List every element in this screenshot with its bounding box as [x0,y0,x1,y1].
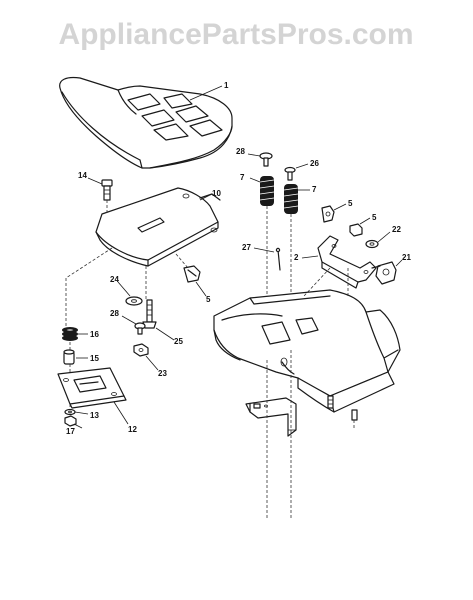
leader-line [395,259,403,267]
callout-7-right: 7 [312,185,317,194]
callout-28-upper: 28 [236,147,245,156]
leader-line [189,85,223,101]
callout-5-right: 5 [372,213,377,222]
alignment-line [65,247,113,279]
small-washer-part [64,408,76,416]
leader-line [247,153,261,157]
bolt-part [101,179,113,201]
frame-support-part [245,397,297,437]
leader-line [249,177,261,183]
callout-7-left: 7 [240,173,245,182]
spring-right-part-b [283,184,299,214]
seat-pan-part [95,187,221,267]
clip-upper-part [321,205,335,223]
callout-12: 12 [128,425,137,434]
watermark-text: AppliancePartsPros.com [58,18,413,51]
leader-line [87,177,103,185]
leader-line [301,255,319,259]
long-bolt-part [142,299,157,329]
callout-25: 25 [174,337,183,346]
nut-right-part [349,223,363,237]
callout-2: 2 [294,253,299,262]
clip-part [183,265,201,283]
leader-line [333,203,347,211]
callout-5-left: 5 [206,295,211,304]
alignment-line [303,267,331,297]
washer-right-part [365,239,379,249]
screw-part [284,166,296,181]
spring-right-part-a [259,176,275,206]
frame-part [213,289,401,413]
leader-line [377,231,391,243]
callout-28-lower: 28 [110,309,119,318]
nut-part [133,343,149,357]
leader-line [155,327,175,341]
leader-line [113,401,129,425]
small-nut-part [64,415,77,427]
callout-13: 13 [90,411,99,420]
small-screw-part [134,322,146,335]
bracket-part [317,235,377,289]
leader-line [73,423,83,429]
callout-24: 24 [110,275,119,284]
callout-27: 27 [242,243,251,252]
leader-line [295,163,309,169]
leader-line [195,281,207,297]
knob-part [371,261,397,285]
slide-plate-part [57,367,127,409]
upper-screw-part [259,152,273,167]
callout-15: 15 [90,354,99,363]
callout-14: 14 [78,171,87,180]
pin-part [275,247,281,271]
callout-17: 17 [66,427,75,436]
callout-16: 16 [90,330,99,339]
leader-line [74,411,89,415]
callout-22: 22 [392,225,401,234]
leader-line [199,193,213,201]
leader-line [117,281,131,297]
leader-line [121,315,137,325]
callout-10: 10 [212,189,221,198]
leader-line [253,247,275,253]
seat-part [59,76,233,169]
callout-21: 21 [402,253,411,262]
callout-5-upper: 5 [348,199,353,208]
rear-bolt-part [327,395,358,428]
washer-part [125,296,143,306]
spring-left-part [62,327,78,341]
callout-1: 1 [224,81,229,90]
leader-line [359,217,371,225]
callout-26: 26 [310,159,319,168]
callout-23: 23 [158,369,167,378]
bushing-part [63,349,75,365]
leader-line [145,355,159,371]
alignment-line [175,253,189,269]
